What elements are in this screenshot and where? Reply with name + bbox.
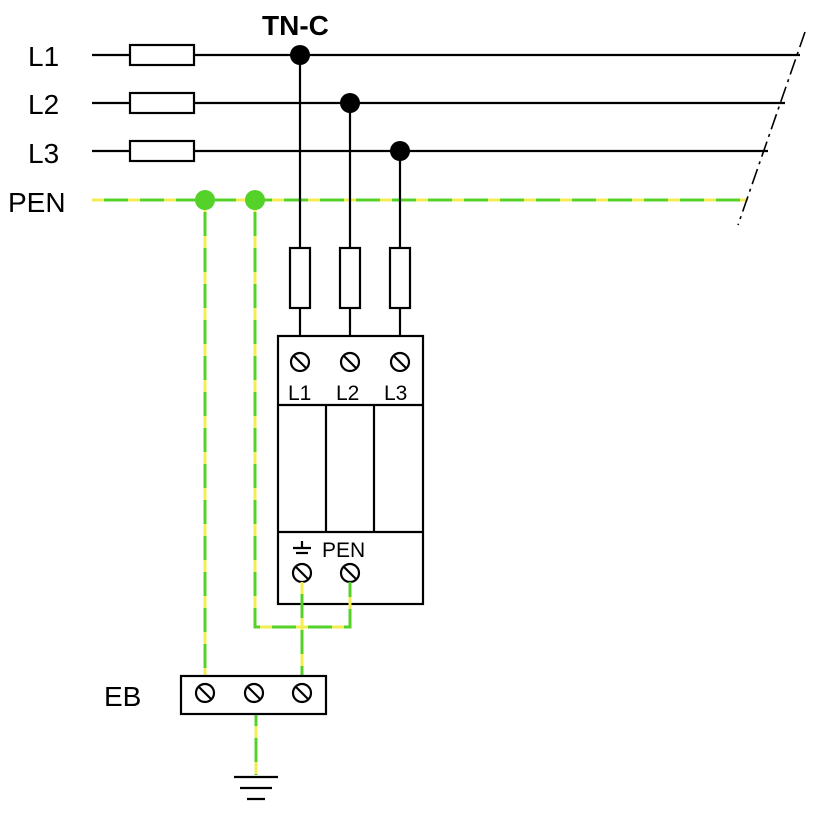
- earth-bar: [179, 674, 328, 716]
- line-label-pen: PEN: [8, 187, 66, 218]
- spd-fuse-l1: [288, 246, 312, 310]
- junction-dot-l2: [340, 93, 360, 113]
- junction-dot-pen: [195, 190, 215, 210]
- earth-symbol-icon: [293, 541, 311, 555]
- earth-bar-screw: [291, 682, 313, 704]
- junction-dot-l3: [390, 141, 410, 161]
- fuse-l3: [128, 139, 196, 163]
- ground-icon: [234, 775, 278, 801]
- spd-terminal-label-l3: L3: [384, 382, 407, 405]
- line-fuses: [128, 43, 196, 163]
- earth-bar-screw: [194, 682, 216, 704]
- spd-terminal-screw: [389, 351, 411, 373]
- spd-terminal-label-l2: L2: [336, 382, 359, 405]
- line-label-l2: L2: [28, 89, 59, 120]
- spd-fuse-l2: [338, 246, 362, 310]
- spd-terminal-screw: [291, 562, 313, 584]
- phase-conductors: [92, 53, 800, 153]
- diagram-title: TN-C: [262, 10, 329, 41]
- spd-terminal-screw: [289, 351, 311, 373]
- pen-earthing-wires: [203, 200, 352, 775]
- earth-bar-screw: [243, 682, 265, 704]
- spd-fuses: [288, 246, 412, 336]
- line-label-l3: L3: [28, 138, 59, 169]
- fuse-l2: [128, 91, 196, 115]
- spd-fuse-l3: [388, 246, 412, 310]
- spd-housing: [276, 334, 425, 606]
- line-label-l1: L1: [28, 41, 59, 72]
- spd-terminal-label-l1: L1: [288, 382, 311, 405]
- earth-bar-label: EB: [104, 681, 141, 712]
- junction-dot-pen: [245, 190, 265, 210]
- spd-terminal-screw: [339, 562, 361, 584]
- junction-dot-l1: [290, 45, 310, 65]
- break-line: [737, 31, 806, 226]
- surge-protective-device: L1 L2 L3 PEN: [276, 334, 425, 606]
- spd-pen-label: PEN: [322, 539, 365, 562]
- fuse-l1: [128, 43, 196, 67]
- spd-terminal-screw: [339, 351, 361, 373]
- phase-drops: [298, 55, 402, 248]
